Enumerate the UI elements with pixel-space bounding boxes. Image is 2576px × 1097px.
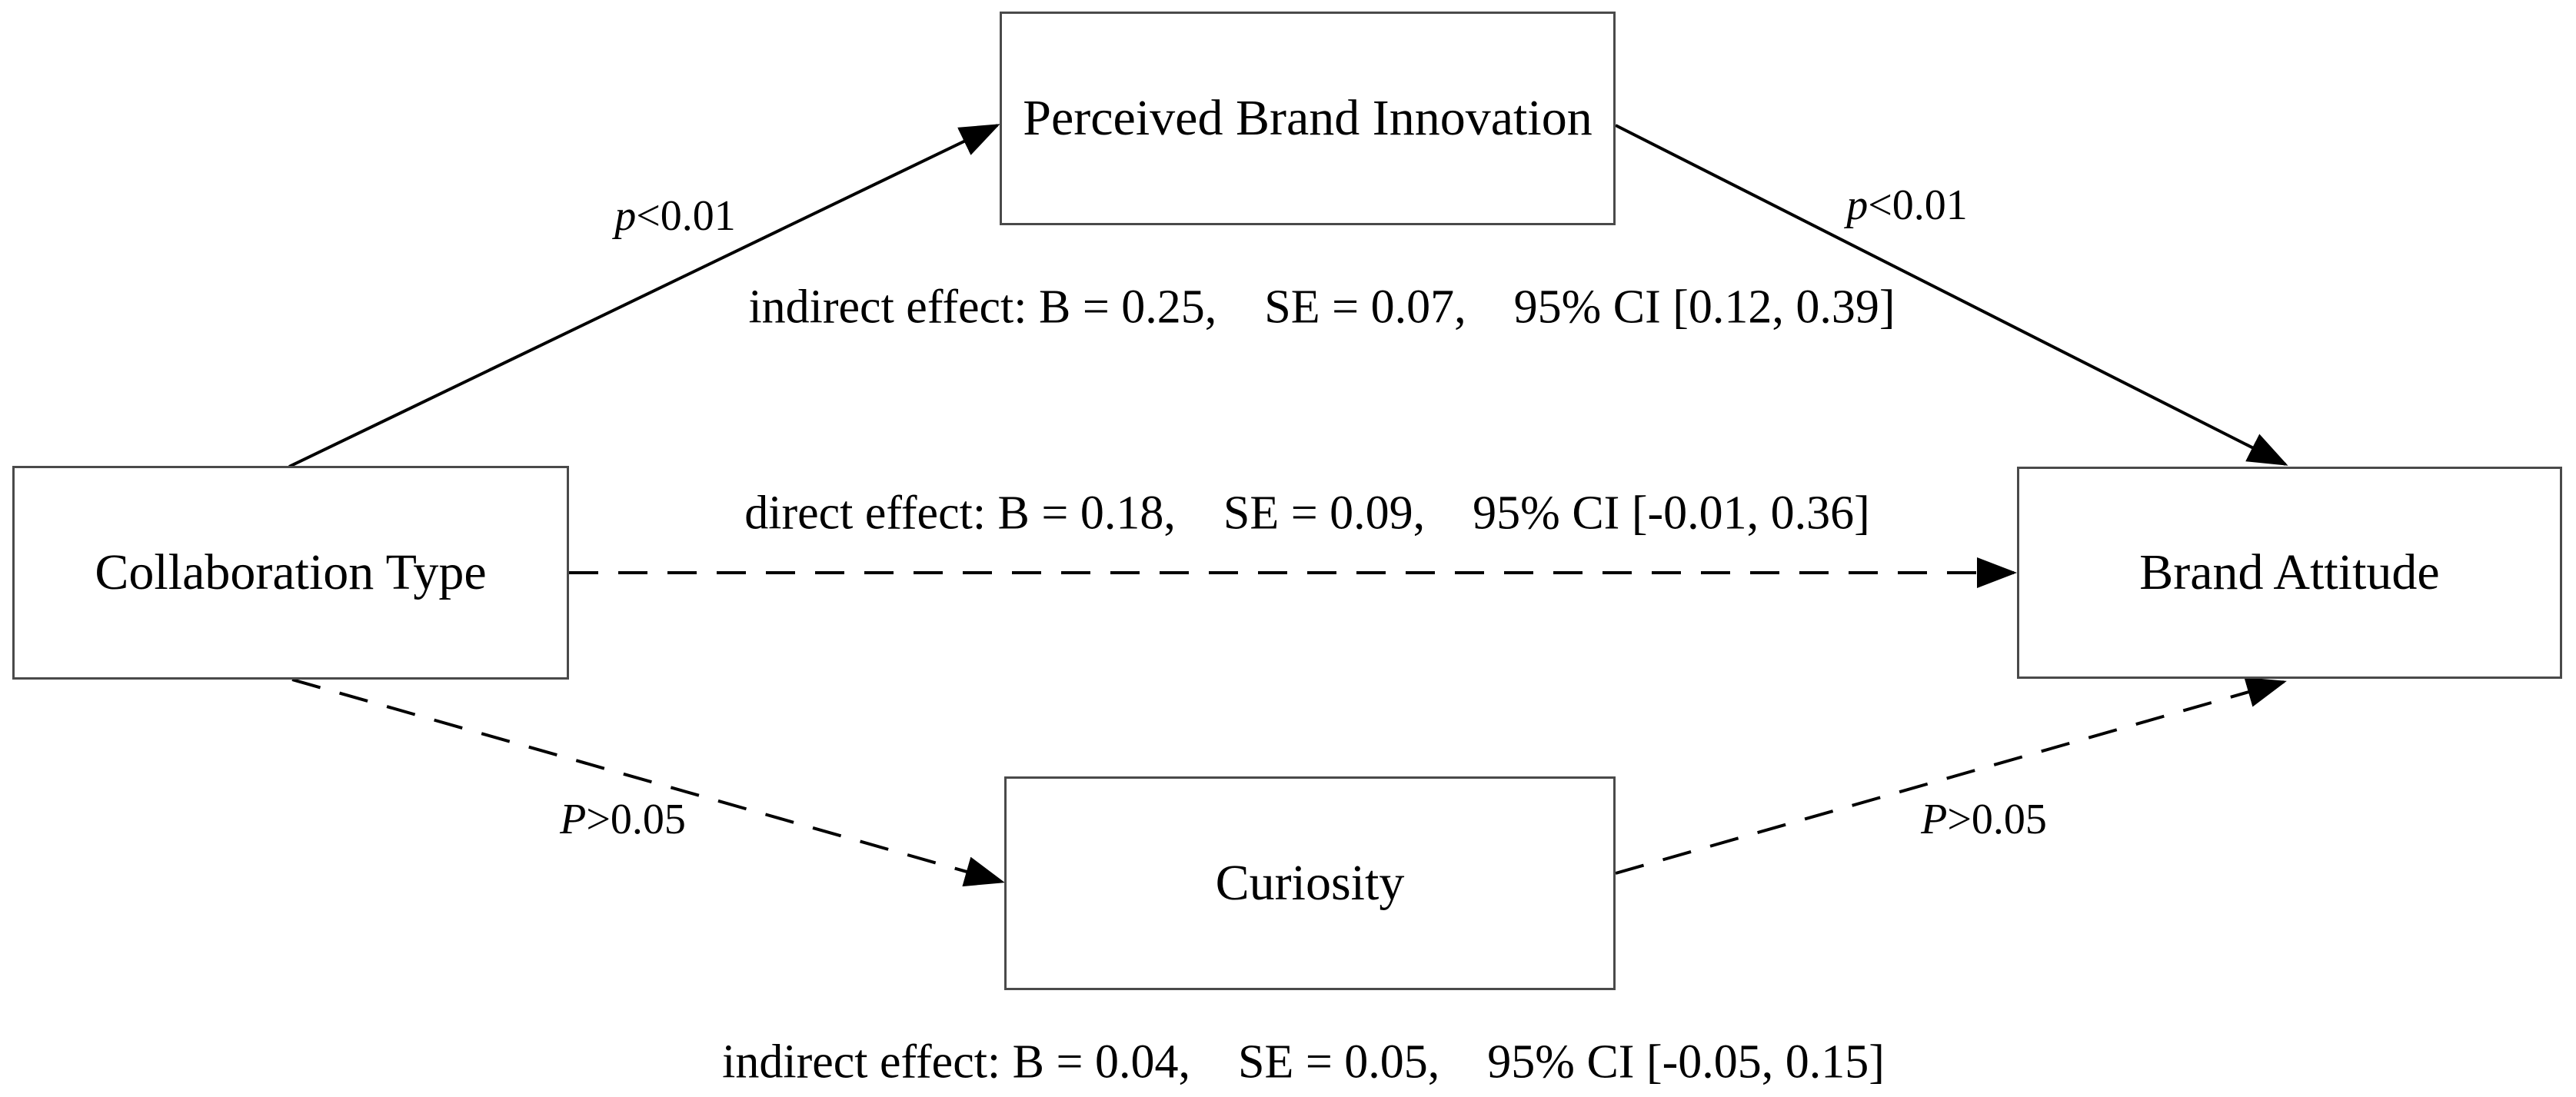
direct-effect-text: direct effect: B = 0.18, SE = 0.09, 95% …	[744, 487, 1870, 540]
path-label-x-to-curiosity: P>0.05	[560, 795, 686, 844]
node-perceived-brand-innovation: Perceived Brand Innovation	[1000, 12, 1616, 225]
node-perceived-brand-innovation-label: Perceived Brand Innovation	[1023, 90, 1593, 146]
arrow-x-to-curiosity	[291, 678, 1005, 887]
p-symbol: p	[1846, 181, 1869, 229]
path-label-x-to-innovation: p<0.01	[614, 191, 736, 241]
p-symbol: P	[560, 796, 587, 843]
p-comparison: >0.05	[586, 796, 686, 843]
node-brand-attitude-label: Brand Attitude	[2139, 544, 2440, 600]
arrow-curiosity-to-attitude	[1615, 676, 2287, 875]
arrow-x-to-innovation	[288, 124, 1000, 468]
node-curiosity-label: Curiosity	[1215, 855, 1405, 911]
node-curiosity: Curiosity	[1004, 776, 1616, 990]
indirect-effect-innovation-text: indirect effect: B = 0.25, SE = 0.07, 95…	[748, 281, 1895, 334]
path-label-curiosity-to-attitude: P>0.05	[1921, 795, 2047, 844]
path-label-innovation-to-attitude: p<0.01	[1846, 181, 1968, 230]
p-comparison: <0.01	[1868, 181, 1968, 229]
p-comparison: >0.05	[1947, 796, 2047, 843]
node-collaboration-type: Collaboration Type	[12, 466, 569, 680]
arrow-innovation-to-attitude	[1615, 124, 2288, 466]
node-collaboration-type-label: Collaboration Type	[95, 544, 487, 600]
p-symbol: P	[1921, 796, 1948, 843]
node-brand-attitude: Brand Attitude	[2017, 467, 2562, 679]
p-symbol: p	[614, 192, 637, 240]
indirect-effect-curiosity-text: indirect effect: B = 0.04, SE = 0.05, 95…	[722, 1036, 1885, 1089]
p-comparison: <0.01	[636, 192, 736, 240]
